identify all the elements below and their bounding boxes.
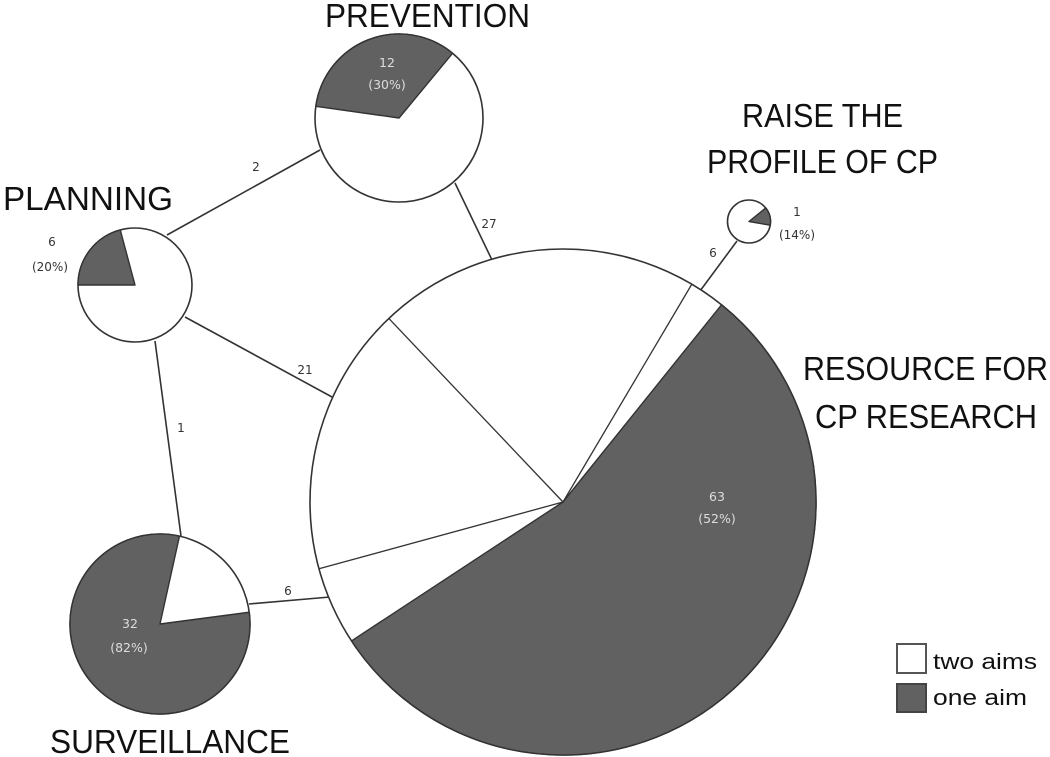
surveillance-percent: (82%) [110,640,148,655]
edge-raise-resource [699,240,738,292]
title-resource-line2: CP RESEARCH [815,398,1037,435]
pie-planning-one-aim-slice [77,229,136,286]
resource-percent: (52%) [698,511,736,526]
pie-surveillance [69,533,251,715]
legend-label-one-aim: one aim [933,685,1027,710]
pie-prevention [314,33,484,203]
legend-swatch-two-aims [896,643,927,674]
raise-profile-count: 1 [793,205,801,219]
title-planning: PLANNING [3,180,173,217]
edge-planning-prevention [166,149,321,236]
pie-surveillance-one-aim-slice [69,533,251,715]
surveillance-count: 32 [122,616,138,631]
edge-planning-resource [184,316,333,398]
pie-resource-slice-divider [562,283,693,503]
pie-raise-profile [726,199,772,244]
title-raise-line2: PROFILE OF CP [707,143,938,180]
resource-count: 63 [709,489,725,504]
pie-labels: 12 (30%) 6 (20%) 1 (14%) 63 (52%) 32 (82… [32,55,815,655]
legend-swatch-one-aim [896,683,927,713]
legend: two aims one aim [896,643,1037,713]
edge-label-prevention-resource: 27 [481,217,496,231]
planning-percent: (20%) [32,260,68,274]
pie-resource-slice-divider [388,318,564,503]
edge-surveillance-resource [248,596,331,605]
pie-resource-slice-divider [318,501,564,570]
edge-label-planning-resource: 21 [297,363,312,377]
prevention-count: 12 [379,55,395,70]
pie-prevention-one-aim-slice [315,33,454,119]
edge-labels: 2 27 21 1 6 6 [177,160,717,598]
edge-label-surveillance-resource: 6 [284,584,292,598]
pie-resource-one-aim-slice [350,304,817,756]
prevention-percent: (30%) [368,77,406,92]
title-resource-line1: RESOURCE FOR [803,350,1048,387]
raise-profile-percent: (14%) [779,228,815,242]
legend-label-two-aims: two aims [933,649,1037,674]
pie-raise-profile-one-aim-slice [748,207,772,226]
edge-label-planning-surveillance: 1 [177,421,185,435]
planning-count: 6 [48,235,56,249]
edge-label-planning-prevention: 2 [252,160,260,174]
title-prevention: PREVENTION [325,0,530,34]
edge-label-raise-resource: 6 [709,246,717,260]
title-raise-line1: RAISE THE [742,97,903,134]
node-titles: PREVENTION PLANNING RAISE THE PROFILE OF… [3,0,1048,757]
edge-prevention-resource [454,182,493,261]
title-surveillance: SURVEILLANCE [50,723,290,757]
pie-planning [77,227,193,343]
edges [154,149,738,605]
pie-resource [309,248,817,756]
edge-planning-surveillance [154,340,182,537]
